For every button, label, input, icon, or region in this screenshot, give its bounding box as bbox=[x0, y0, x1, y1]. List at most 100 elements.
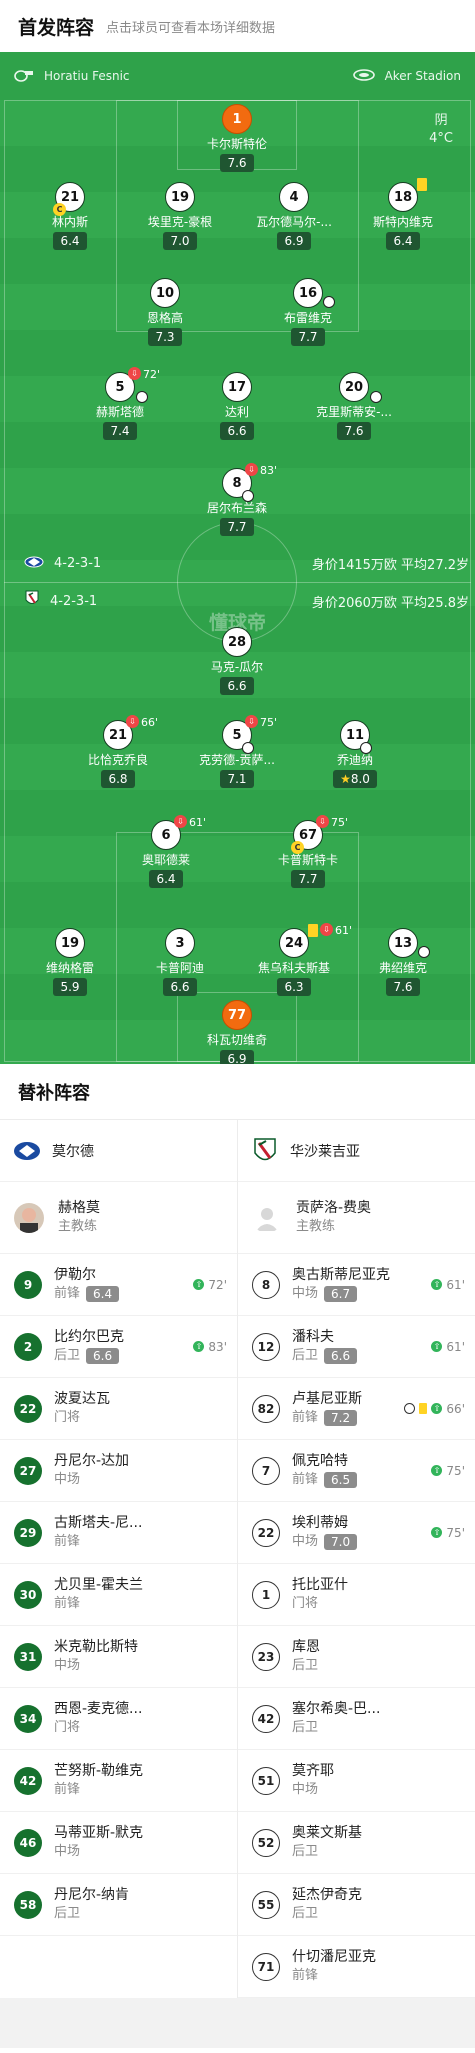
home-player-2[interactable]: 21 C 林内斯 6.4 bbox=[10, 182, 130, 250]
sub-player-number: 29 bbox=[14, 1518, 42, 1547]
player-number: 19 bbox=[165, 182, 195, 212]
home-player-8[interactable]: 5 ⇩ 72' 赫斯塔德 7.4 bbox=[60, 367, 180, 440]
away-team-logo-icon bbox=[250, 1136, 280, 1166]
player-name: 埃里克-豪根 bbox=[147, 215, 213, 229]
away-player-1[interactable]: 28 马克-瓜尔 6.6 bbox=[177, 627, 297, 695]
home-player-11[interactable]: 8 ⇩ 83' 居尔布兰森 7.7 bbox=[177, 463, 297, 536]
subs-title: 替补阵容 bbox=[0, 1064, 475, 1120]
sub-in-icon: ⇧ bbox=[431, 1279, 443, 1290]
sub-player-name: 托比亚什 bbox=[292, 1577, 348, 1593]
away-player-3[interactable]: 5 ⇩ 75' 克劳德-贡萨... 7.1 bbox=[177, 715, 297, 788]
player-name: 达利 bbox=[224, 405, 249, 419]
sub-time: 61' bbox=[189, 816, 207, 829]
player-name: 维纳格雷 bbox=[45, 961, 94, 975]
away-team-logo-icon bbox=[24, 590, 40, 612]
away-player-9[interactable]: 24 ⇩ 61' 焦乌科夫斯基 6.3 bbox=[234, 923, 354, 996]
coach-name: 赫格莫 bbox=[58, 1200, 100, 1216]
sub-player-name: 米克勒比斯特 bbox=[54, 1639, 138, 1655]
player-rating: 6.6 bbox=[220, 422, 254, 440]
player-name: 乔迪纳 bbox=[336, 753, 373, 767]
away-coach-row[interactable]: 贡萨洛-费奥 主教练 bbox=[238, 1182, 475, 1254]
away-player-5[interactable]: 6 ⇩ 61' 奥耶德莱 6.4 bbox=[106, 815, 226, 888]
home-coach-row[interactable]: 赫格莫 主教练 bbox=[0, 1182, 237, 1254]
sub-time: 72' bbox=[143, 368, 161, 381]
home-player-9[interactable]: 17 达利 6.6 bbox=[177, 372, 297, 440]
player-name: 赫斯塔德 bbox=[95, 405, 144, 419]
player-rating: 6.9 bbox=[277, 232, 311, 250]
home-player-6[interactable]: 10 恩格高 7.3 bbox=[105, 278, 225, 346]
sub-player-position: 中场 bbox=[292, 1286, 319, 1301]
coach-role: 主教练 bbox=[58, 1219, 98, 1234]
player-rating: 7.7 bbox=[220, 518, 254, 536]
away-player-2[interactable]: 21 ⇩ 66' 比恰克乔良 6.8 bbox=[58, 715, 178, 788]
player-number: 28 bbox=[222, 627, 252, 657]
player-number: 10 bbox=[150, 278, 180, 308]
sub-player-name: 塞尔希奥-巴... bbox=[292, 1701, 381, 1717]
sub-in-time: 83' bbox=[208, 1339, 227, 1354]
sub-player-position: 后卫 bbox=[54, 1348, 81, 1363]
away-formation: 4-2-3-1 bbox=[50, 593, 98, 609]
sub-off-icon: ⇩ bbox=[126, 715, 139, 728]
sub-off-icon: ⇩ bbox=[245, 715, 258, 728]
sub-player-number: 22 bbox=[252, 1518, 280, 1547]
home-player-3[interactable]: 19 埃里克-豪根 7.0 bbox=[120, 182, 240, 250]
player-rating: 6.8 bbox=[101, 770, 135, 788]
player-name: 科瓦切维奇 bbox=[206, 1033, 267, 1047]
sub-player-number: 42 bbox=[14, 1766, 42, 1795]
home-player-10[interactable]: 20 克里斯蒂安-... 7.6 bbox=[294, 372, 414, 440]
sub-player-number: 12 bbox=[252, 1332, 280, 1361]
sub-player-position: 前锋 bbox=[54, 1286, 81, 1301]
sub-player-position: 前锋 bbox=[54, 1596, 81, 1611]
home-player-1[interactable]: 1 卡尔斯特伦 7.6 bbox=[177, 104, 297, 172]
sub-player-position: 后卫 bbox=[292, 1906, 319, 1921]
sub-in-icon: ⇧ bbox=[431, 1341, 443, 1352]
away-player-7[interactable]: 19 维纳格雷 5.9 bbox=[10, 928, 130, 996]
home-player-4[interactable]: 4 瓦尔德马尔-... 6.9 bbox=[234, 182, 354, 250]
home-player-5[interactable]: 18 斯特内维克 6.4 bbox=[343, 178, 463, 250]
away-player-4[interactable]: 11 乔迪纳 ★8.0 bbox=[295, 720, 415, 788]
sub-in-icon: ⇧ bbox=[193, 1341, 205, 1352]
player-rating: 6.4 bbox=[386, 232, 420, 250]
player-number: 1 bbox=[222, 104, 252, 134]
away-player-8[interactable]: 3 卡普阿迪 6.6 bbox=[120, 928, 240, 996]
goal-ball-icon bbox=[370, 391, 382, 403]
away-player-6[interactable]: 67 ⇩ 75' C 卡普斯特卡 7.7 bbox=[248, 815, 368, 888]
sub-player-number: 46 bbox=[14, 1828, 42, 1857]
away-team-row[interactable]: 华沙莱吉亚 bbox=[238, 1120, 475, 1182]
away-player-11[interactable]: 77 科瓦切维奇 6.9 bbox=[177, 1000, 297, 1064]
goal-ball-icon bbox=[242, 490, 254, 502]
sub-player-position: 前锋 bbox=[54, 1534, 81, 1549]
away-value-text: 身价2060万欧 平均25.8岁 bbox=[311, 595, 469, 611]
sub-in-time: 75' bbox=[446, 1525, 465, 1540]
sub-time: 66' bbox=[141, 716, 159, 729]
home-team-row[interactable]: 莫尔德 bbox=[0, 1120, 237, 1182]
home-player-7[interactable]: 16 布雷维克 7.7 bbox=[248, 278, 368, 346]
away-player-10[interactable]: 13 弗绍维克 7.6 bbox=[343, 928, 463, 996]
sub-player-name: 莫齐耶 bbox=[292, 1763, 334, 1779]
